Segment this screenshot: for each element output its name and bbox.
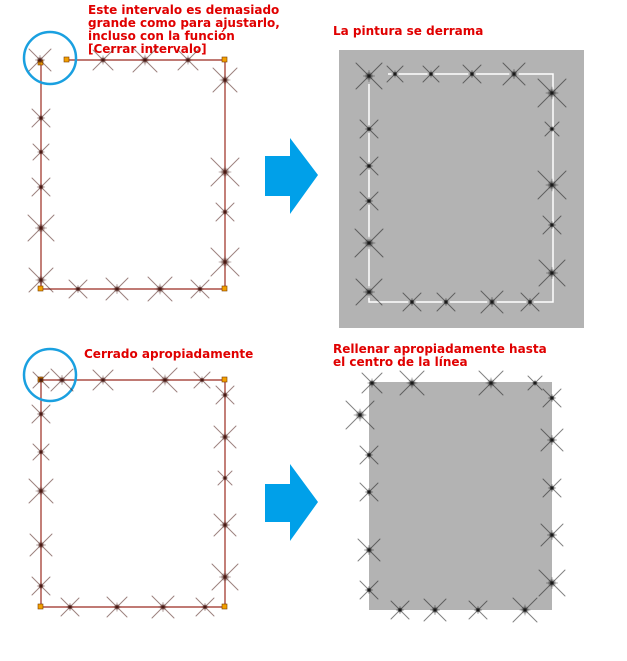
sparkle-brush-icon xyxy=(359,445,379,465)
sparkle-brush-icon xyxy=(359,119,379,139)
sparkle-brush-icon xyxy=(215,202,235,222)
sparkle-brush-icon xyxy=(537,170,567,200)
sparkle-brush-icon xyxy=(68,279,88,299)
sparkle-brush-icon xyxy=(50,368,74,392)
spilled-fill-area xyxy=(339,50,584,328)
panel-open-gap xyxy=(22,30,240,302)
right-arrow-icon xyxy=(265,464,318,541)
caption-closed-properly: Cerrado apropiadamente xyxy=(84,347,254,361)
sparkle-brush-icon xyxy=(193,371,211,389)
sparkle-brush-icon xyxy=(468,600,488,620)
sparkle-brush-icon xyxy=(60,597,80,617)
sparkle-brush-icon xyxy=(354,228,384,258)
sparkle-brush-icon xyxy=(217,470,233,486)
sparkle-brush-icon xyxy=(213,425,237,449)
sparkle-brush-icon xyxy=(423,598,447,622)
sparkle-brush-icon xyxy=(542,478,562,498)
sparkle-brush-icon xyxy=(422,65,440,83)
sparkle-brush-icon xyxy=(390,600,410,620)
sparkle-brush-icon xyxy=(359,156,379,176)
sparkle-brush-icon xyxy=(540,523,564,547)
sparkle-brush-icon xyxy=(177,49,199,71)
sparkle-brush-icon xyxy=(190,279,210,299)
sparkle-brush-icon xyxy=(399,370,425,396)
panel-filled-correctly xyxy=(345,370,566,623)
sparkle-brush-icon xyxy=(480,290,504,314)
sparkle-brush-icon xyxy=(147,276,173,302)
sparkle-brush-icon xyxy=(542,388,562,408)
sparkle-brush-icon xyxy=(212,67,238,93)
control-point xyxy=(221,285,228,292)
panel-paint-spilled xyxy=(339,50,584,328)
sparkle-brush-icon xyxy=(151,595,175,619)
sparkle-brush-icon xyxy=(195,597,215,617)
caption-fill-to-line-center: Rellenar apropiadamente hasta el centro … xyxy=(333,342,547,369)
control-point xyxy=(221,603,228,610)
caption-gap-too-large: Este intervalo es demasiado grande como … xyxy=(88,3,280,56)
control-point xyxy=(221,56,228,63)
sparkle-brush-icon xyxy=(31,404,51,424)
sparkle-brush-icon xyxy=(211,563,239,591)
sparkle-brush-icon xyxy=(28,267,54,293)
control-point xyxy=(37,603,44,610)
sparkle-brush-icon xyxy=(29,533,53,557)
sparkle-brush-icon xyxy=(359,580,379,600)
sparkle-brush-icon xyxy=(502,62,526,86)
sparkle-brush-icon xyxy=(27,214,55,242)
sparkle-brush-icon xyxy=(355,278,383,306)
sparkle-brush-icon xyxy=(538,569,566,597)
sparkle-brush-icon xyxy=(386,65,404,83)
sparkle-brush-icon xyxy=(132,47,158,73)
sparkle-brush-icon xyxy=(31,108,51,128)
caption-paint-spills: La pintura se derrama xyxy=(333,24,484,38)
sparkle-brush-icon xyxy=(345,400,375,430)
sparkle-brush-icon xyxy=(512,597,538,623)
sparkle-brush-icon xyxy=(402,292,422,312)
sparkle-brush-icon xyxy=(210,247,240,277)
control-point xyxy=(63,56,70,63)
sparkle-brush-icon xyxy=(436,292,456,312)
callout-circle-icon xyxy=(22,347,78,403)
sparkle-brush-icon xyxy=(213,513,237,537)
sparkle-brush-icon xyxy=(540,428,564,452)
sparkle-brush-icon xyxy=(478,370,504,396)
control-point xyxy=(221,376,228,383)
sparkle-brush-icon xyxy=(527,375,543,391)
sparkle-brush-icon xyxy=(355,62,383,90)
sparkle-brush-icon xyxy=(28,48,52,72)
sparkle-brush-icon xyxy=(32,143,50,161)
panel-closed-gap xyxy=(22,347,239,619)
sparkle-brush-icon xyxy=(520,292,540,312)
vector-path-open xyxy=(40,59,226,290)
correct-fill-area xyxy=(369,382,552,610)
sparkle-brush-icon xyxy=(31,177,51,197)
callout-circle-icon xyxy=(22,30,78,86)
sparkle-brush-icon xyxy=(106,596,128,618)
sparkle-brush-icon xyxy=(92,49,114,71)
sparkle-brush-icon xyxy=(361,372,383,394)
sparkle-brush-icon xyxy=(359,482,379,502)
sparkle-brush-icon xyxy=(28,478,54,504)
sparkle-brush-icon xyxy=(210,157,240,187)
sparkle-brush-icon xyxy=(359,191,379,211)
right-arrow-icon xyxy=(265,138,318,214)
sparkle-brush-icon xyxy=(215,385,235,405)
sparkle-brush-icon xyxy=(462,64,482,84)
vector-path-white xyxy=(368,73,554,303)
sparkle-brush-icon xyxy=(92,369,114,391)
sparkle-brush-icon xyxy=(105,277,129,301)
sparkle-brush-icon xyxy=(152,367,178,393)
sparkle-brush-icon xyxy=(538,259,566,287)
sparkle-brush-icon xyxy=(544,121,560,137)
vector-path-closed xyxy=(40,379,226,608)
sparkle-brush-icon xyxy=(31,576,51,596)
sparkle-brush-icon xyxy=(357,538,381,562)
sparkle-brush-icon xyxy=(537,78,567,108)
sparkle-brush-icon xyxy=(32,443,50,461)
sparkle-brush-icon xyxy=(32,371,50,389)
sparkle-brush-icon xyxy=(542,215,562,235)
control-point xyxy=(37,285,44,292)
